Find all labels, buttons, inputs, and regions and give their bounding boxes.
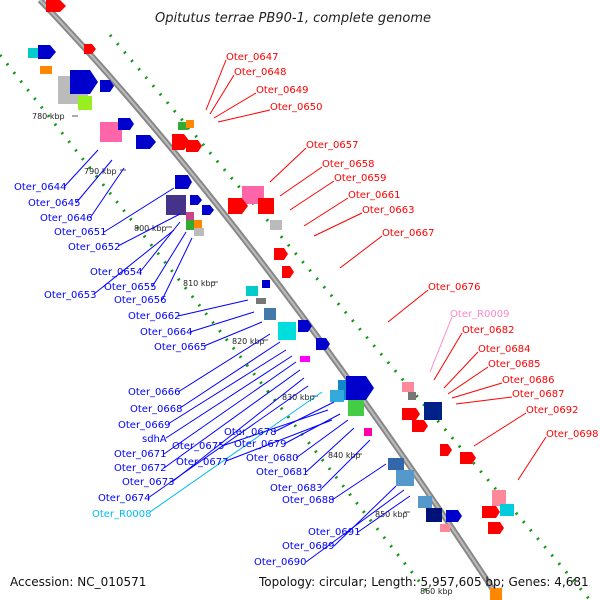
label-oter-0683[interactable]: Oter_0683 <box>270 483 323 494</box>
label-oter-0647[interactable]: Oter_0647 <box>226 52 279 63</box>
label-oter-0650[interactable]: Oter_0650 <box>270 102 323 113</box>
label-oter-0698[interactable]: Oter_0698 <box>546 429 599 440</box>
label-oter-0674[interactable]: Oter_0674 <box>98 493 151 504</box>
label-oter-0645[interactable]: Oter_0645 <box>28 198 81 209</box>
ruler-label-780: 780 kbp <box>32 112 65 121</box>
label-oter-0673[interactable]: Oter_0673 <box>122 477 175 488</box>
label-oter-0651[interactable]: Oter_0651 <box>54 227 107 238</box>
gc-track-outer <box>108 34 592 600</box>
label-oter-0678[interactable]: Oter_0678 <box>224 427 277 438</box>
ruler: 780 kbp 790 kbp 800 kbp 810 kbp 820 kbp … <box>32 112 453 596</box>
label-oter-0653[interactable]: Oter_0653 <box>44 290 97 301</box>
ruler-label-840: 840 kbp <box>328 451 361 460</box>
label-oter-0656[interactable]: Oter_0656 <box>114 295 167 306</box>
label-oter-0685[interactable]: Oter_0685 <box>488 359 541 370</box>
label-oter-0652[interactable]: Oter_0652 <box>68 242 121 253</box>
label-oter-0676[interactable]: Oter_0676 <box>428 282 481 293</box>
label-oter-0682[interactable]: Oter_0682 <box>462 325 515 336</box>
reverse-strand-features <box>28 45 502 600</box>
label-oter-0646[interactable]: Oter_0646 <box>40 213 93 224</box>
forward-labels: Oter_0647 Oter_0648 Oter_0649 Oter_0650 … <box>205 52 599 481</box>
map-title: Opitutus terrae PB90-1, complete genome <box>155 11 431 26</box>
label-oter-0665[interactable]: Oter_0665 <box>154 342 207 353</box>
label-oter-0688[interactable]: Oter_0688 <box>282 495 335 506</box>
label-oter-0691[interactable]: Oter_0691 <box>308 527 361 538</box>
label-oter-0680[interactable]: Oter_0680 <box>246 453 299 464</box>
label-oter-0664[interactable]: Oter_0664 <box>140 327 193 338</box>
gc-track-inner <box>0 54 432 596</box>
ruler-label-800: 800 kbp <box>134 224 167 233</box>
label-oter-0666[interactable]: Oter_0666 <box>128 387 181 398</box>
label-oter-0667[interactable]: Oter_0667 <box>382 228 435 239</box>
label-oter-0668[interactable]: Oter_0668 <box>130 404 183 415</box>
label-oter-0689[interactable]: Oter_0689 <box>282 541 335 552</box>
label-oter-0686[interactable]: Oter_0686 <box>502 375 555 386</box>
label-oter-r0009[interactable]: Oter_R0009 <box>450 309 509 320</box>
ruler-label-850: 850 kbp <box>375 510 408 519</box>
label-oter-0657[interactable]: Oter_0657 <box>306 140 359 151</box>
label-oter-0654[interactable]: Oter_0654 <box>90 267 143 278</box>
ruler-label-860: 860 kbp <box>420 587 453 596</box>
label-oter-0677[interactable]: Oter_0677 <box>176 457 229 468</box>
label-oter-0659[interactable]: Oter_0659 <box>334 173 387 184</box>
label-oter-0681[interactable]: Oter_0681 <box>256 467 309 478</box>
ruler-label-810: 810 kbp <box>183 279 216 288</box>
label-oter-0684[interactable]: Oter_0684 <box>478 344 531 355</box>
genome-backbone <box>37 0 503 600</box>
ruler-label-820: 820 kbp <box>232 337 265 346</box>
label-oter-0672[interactable]: Oter_0672 <box>114 463 167 474</box>
label-oter-0655[interactable]: Oter_0655 <box>104 282 157 293</box>
forward-strand-features <box>46 0 514 534</box>
reverse-labels: Oter_0644 Oter_0645 Oter_0646 Oter_0651 … <box>14 149 411 568</box>
label-oter-0649[interactable]: Oter_0649 <box>256 85 309 96</box>
label-oter-0675[interactable]: Oter_0675 <box>172 441 225 452</box>
label-oter-0690[interactable]: Oter_0690 <box>254 557 307 568</box>
ruler-label-830: 830 kbp <box>282 393 315 402</box>
label-oter-0671[interactable]: Oter_0671 <box>114 449 167 460</box>
label-oter-0679[interactable]: Oter_0679 <box>234 439 287 450</box>
topology-text: Topology: circular; Length: 5,957,605 bp… <box>258 575 589 589</box>
ruler-label-790: 790 kbp <box>84 167 117 176</box>
label-oter-0663[interactable]: Oter_0663 <box>362 205 415 216</box>
label-oter-0658[interactable]: Oter_0658 <box>322 159 375 170</box>
label-oter-0692[interactable]: Oter_0692 <box>526 405 579 416</box>
label-oter-0644[interactable]: Oter_0644 <box>14 182 67 193</box>
label-oter-0687[interactable]: Oter_0687 <box>512 389 565 400</box>
label-sdha[interactable]: sdhA <box>142 434 167 445</box>
label-oter-0669[interactable]: Oter_0669 <box>118 420 171 431</box>
label-oter-0662[interactable]: Oter_0662 <box>128 311 181 322</box>
label-oter-0661[interactable]: Oter_0661 <box>348 190 401 201</box>
label-oter-r0008[interactable]: Oter_R0008 <box>92 509 151 520</box>
accession-text: Accession: NC_010571 <box>10 575 146 589</box>
label-oter-0648[interactable]: Oter_0648 <box>234 67 287 78</box>
